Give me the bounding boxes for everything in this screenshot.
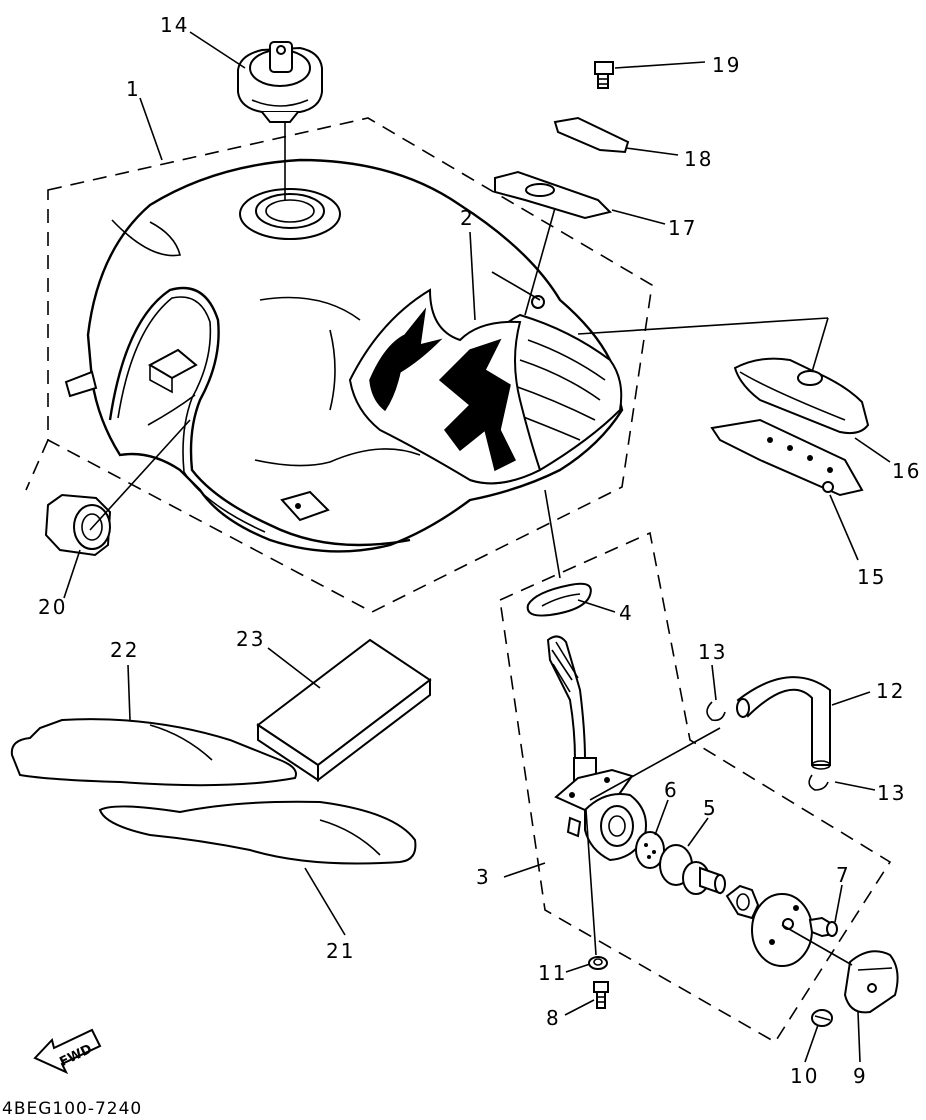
fuel-cock-3	[546, 635, 647, 956]
callout-2: 2	[460, 206, 475, 230]
bolt-8	[593, 981, 609, 1009]
callout-labels: 1 14 2 19 18 17 16 15 20 4 23 22 13 12 6…	[38, 13, 921, 1088]
seat-pad-21	[98, 800, 417, 865]
callout-16: 16	[892, 459, 921, 483]
clip-13a	[706, 701, 726, 722]
callout-20: 20	[38, 595, 67, 619]
callout-11: 11	[538, 961, 567, 985]
seat-pad-22	[10, 718, 297, 787]
cock-plate	[751, 893, 813, 967]
callout-15: 15	[857, 565, 886, 589]
bracket-15	[710, 418, 864, 497]
bolt-19	[594, 61, 614, 89]
fwd-arrow-icon: FWD	[33, 1028, 102, 1075]
washer-6	[635, 831, 665, 869]
callout-7: 7	[836, 863, 851, 887]
callout-4: 4	[619, 601, 634, 625]
callout-6: 6	[664, 778, 679, 802]
callout-3: 3	[476, 865, 491, 889]
callout-13a: 13	[698, 640, 727, 664]
callout-17: 17	[668, 216, 697, 240]
plate-18	[553, 116, 630, 154]
callout-23: 23	[236, 627, 265, 651]
damper-17	[494, 170, 612, 220]
callout-18: 18	[684, 147, 713, 171]
diagram-code: 4BEG100-7240	[2, 1099, 142, 1119]
callout-12: 12	[876, 679, 905, 703]
fuel-cock-assembly-boundary	[499, 531, 892, 1044]
clip-13b	[808, 774, 829, 791]
fuel-cap	[237, 41, 323, 123]
fuel-tank	[64, 158, 624, 553]
leader-lines	[63, 31, 891, 1063]
screw-10	[811, 1009, 833, 1027]
callout-5: 5	[703, 796, 718, 820]
callout-21: 21	[326, 939, 355, 963]
washer-11	[588, 956, 608, 970]
callout-14: 14	[160, 13, 189, 37]
gasket-4	[526, 582, 592, 617]
callout-10: 10	[790, 1064, 819, 1088]
lever-9	[843, 950, 899, 1014]
valve-spring	[725, 884, 760, 920]
screw-7	[808, 916, 838, 938]
callout-8: 8	[546, 1006, 561, 1030]
callout-13b: 13	[877, 781, 906, 805]
fuel-hose-12	[736, 676, 831, 770]
pad-23	[256, 638, 432, 783]
callout-9: 9	[853, 1064, 868, 1088]
grommet-20	[44, 493, 112, 557]
xj-decal	[348, 288, 542, 485]
valve-seat	[682, 861, 726, 895]
callout-1: 1	[126, 77, 141, 101]
callout-19: 19	[712, 53, 741, 77]
tank-cover-16	[733, 357, 870, 435]
callout-22: 22	[110, 638, 139, 662]
